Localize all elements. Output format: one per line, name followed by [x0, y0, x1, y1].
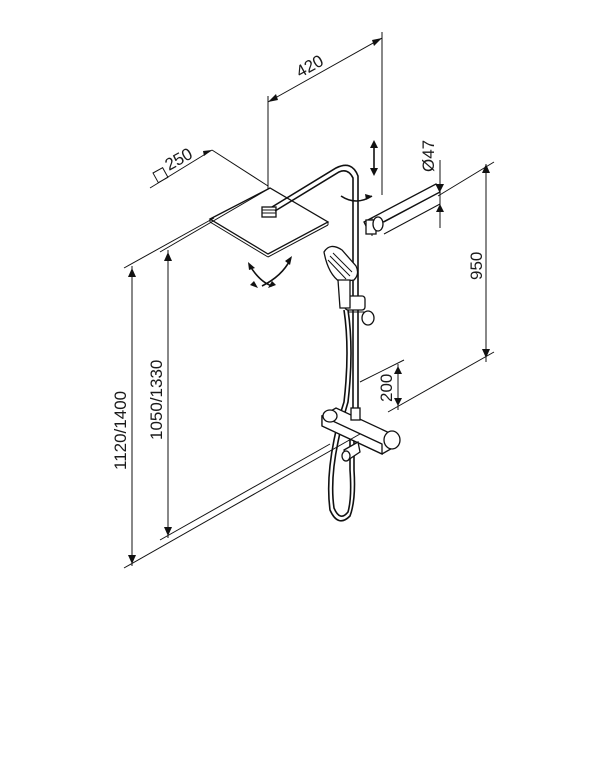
label-200: 200	[377, 374, 396, 402]
overhead-shower-head	[208, 187, 330, 258]
wall-bracket	[363, 183, 441, 236]
dimension-1050-1330: 1050/1330	[147, 187, 331, 541]
swivel-head-icon	[248, 256, 292, 288]
dimension-1120-1400: 1120/1400	[111, 217, 361, 569]
dimension-950: 950	[387, 161, 495, 413]
dimension-200: 200	[359, 359, 405, 410]
label-1050-1330: 1050/1330	[147, 360, 166, 440]
overhead-arm	[271, 164, 359, 212]
square-symbol-icon	[152, 166, 169, 184]
thermostatic-mixer	[321, 407, 401, 462]
dimension-250: 250	[149, 144, 269, 189]
shower-hose	[327, 309, 356, 522]
rotate-arm-icon	[340, 194, 373, 202]
label-950: 950	[467, 252, 486, 280]
label-420: 420	[293, 51, 327, 81]
label-1120-1400: 1120/1400	[111, 391, 130, 470]
hand-shower	[323, 245, 359, 309]
dimension-420: 420	[267, 32, 383, 195]
label-diameter: Ø47	[419, 140, 438, 172]
slide-rail-arrow-icon	[370, 140, 378, 176]
label-250: 250	[162, 144, 196, 174]
